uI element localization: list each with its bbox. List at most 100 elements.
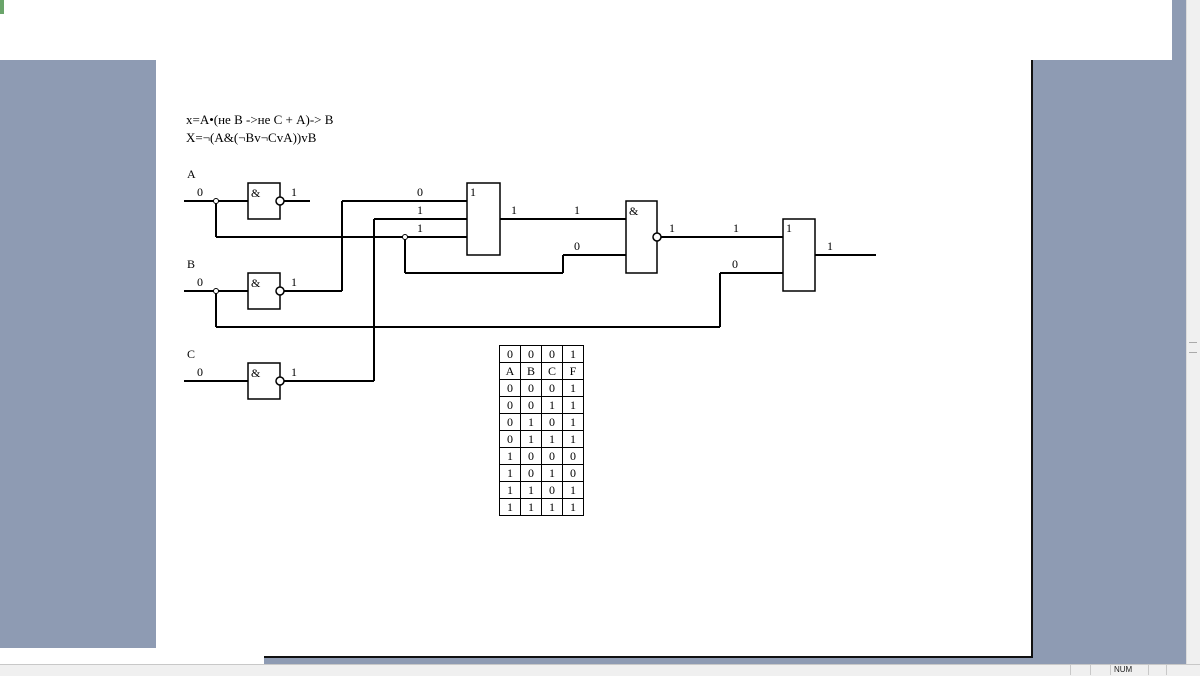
truth-table-cell: 1 [562, 481, 584, 499]
not-a-output-value: 1 [291, 185, 297, 199]
or1-input-2-value: 1 [417, 203, 423, 217]
inverter-bubble [652, 232, 662, 242]
left-margin-panel [0, 60, 156, 648]
truth-table-cell: 0 [499, 430, 521, 448]
truth-table-cell: 1 [562, 498, 584, 516]
truth-table-cell: C [541, 362, 563, 380]
truth-table-cell: 1 [562, 379, 584, 397]
truth-table-cell: 0 [541, 413, 563, 431]
and1-output-value: 1 [669, 221, 675, 235]
truth-table-cell: 0 [499, 413, 521, 431]
not-c-output-value: 1 [291, 365, 297, 379]
gate-symbol: & [629, 204, 639, 218]
or1-input-1-value: 0 [417, 185, 423, 199]
junction-a [213, 198, 219, 204]
inverter-bubble [275, 286, 285, 296]
truth-table-cell: 1 [499, 498, 521, 516]
truth-table-cell: 0 [499, 379, 521, 397]
gate-not-c: & [247, 362, 285, 400]
input-value-b: 0 [197, 275, 203, 289]
window-corner-icon [0, 0, 4, 14]
truth-table-cell: 1 [541, 430, 563, 448]
status-cell [1090, 664, 1091, 675]
or1-output-value: 1 [511, 203, 517, 217]
gate-symbol: & [251, 276, 261, 290]
input-value-a: 0 [197, 185, 203, 199]
status-cell [1148, 664, 1149, 675]
truth-table-cell: 0 [520, 464, 542, 482]
truth-table-cell: 1 [562, 396, 584, 414]
truth-table-cell: 1 [541, 396, 563, 414]
or1-input-3-value: 1 [417, 221, 423, 235]
gate-symbol: & [251, 186, 261, 200]
truth-table-cell: 1 [562, 430, 584, 448]
truth-table-cell: 1 [541, 464, 563, 482]
input-label-c: C [187, 347, 195, 361]
truth-table-cell: 1 [541, 498, 563, 516]
truth-table-cell: 1 [499, 447, 521, 465]
status-bar [0, 664, 1200, 676]
truth-table-cell: 0 [541, 481, 563, 499]
truth-table-cell: F [562, 362, 584, 380]
truth-table-cell: 1 [562, 345, 584, 363]
inverter-bubble [275, 196, 285, 206]
truth-table-cell: 1 [520, 413, 542, 431]
truth-table-cell: 0 [499, 345, 521, 363]
junction-a2 [402, 234, 408, 240]
gate-and-1: & [625, 200, 662, 274]
gate-symbol: & [251, 366, 261, 380]
truth-table-cell: 0 [541, 379, 563, 397]
vertical-scrollbar[interactable] [1186, 0, 1200, 664]
wires [184, 200, 876, 382]
truth-table-cell: 0 [499, 396, 521, 414]
truth-table-cell: A [499, 362, 521, 380]
toolbar-area [0, 0, 1172, 60]
junction-dots [213, 198, 408, 294]
scroll-grip-icon[interactable] [1189, 342, 1197, 353]
num-lock-indicator: NUM [1114, 665, 1133, 674]
and1-input-2-value: 0 [574, 239, 580, 253]
truth-table-cell: 0 [541, 447, 563, 465]
truth-table-cell: 1 [499, 464, 521, 482]
truth-table-cell: 0 [541, 345, 563, 363]
formula-line-2: X=¬(A&(¬Bv¬CvA))vB [186, 130, 317, 145]
truth-table-cell: 0 [520, 447, 542, 465]
gate-not-a: & [247, 182, 285, 220]
gate-symbol: 1 [470, 185, 476, 199]
or2-input-1-value: 1 [733, 221, 739, 235]
formula-line-1: x=A•(не B ->не С + A)-> B [186, 112, 334, 127]
gate-not-b: & [247, 272, 285, 310]
or2-input-2-value: 0 [732, 257, 738, 271]
truth-table-cell: 1 [520, 481, 542, 499]
truth-table-cell: 0 [562, 447, 584, 465]
document-page [156, 60, 1033, 656]
truth-table-cell: 1 [499, 481, 521, 499]
truth-table-cell: 1 [520, 498, 542, 516]
truth-table-cell: 1 [520, 430, 542, 448]
input-label-a: A [187, 167, 196, 181]
status-cell [1166, 664, 1167, 675]
gate-symbol: 1 [786, 221, 792, 235]
inverter-bubble [275, 376, 285, 386]
truth-table-cell: 0 [520, 345, 542, 363]
status-cell [1110, 664, 1111, 675]
input-value-c: 0 [197, 365, 203, 379]
truth-table-cell: 1 [562, 413, 584, 431]
truth-table-cell: B [520, 362, 542, 380]
and1-input-1-value: 1 [574, 203, 580, 217]
gate-or-2: 1 [782, 218, 816, 292]
gate-or-1: 1 [466, 182, 501, 256]
truth-table-cell: 0 [520, 396, 542, 414]
circuit-output-value: 1 [827, 239, 833, 253]
junction-b [213, 288, 219, 294]
